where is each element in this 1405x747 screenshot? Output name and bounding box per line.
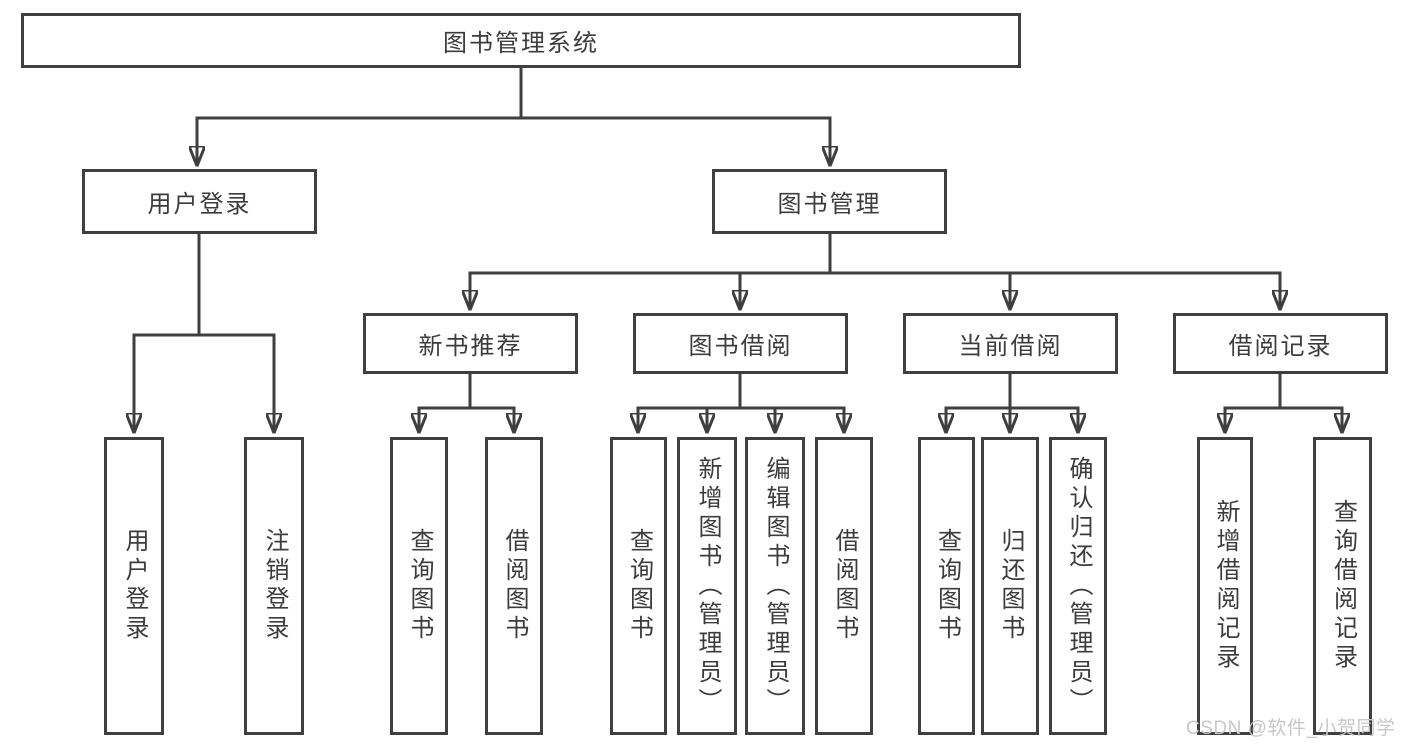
node-book-borrowing: 图书借阅 (633, 313, 848, 374)
leaf-label: 查询借阅记录 (1329, 499, 1357, 673)
leaf-borrow-books-recommend: 借阅图书 (485, 437, 543, 735)
leaf-label: 用户登录 (121, 528, 148, 644)
connector-borrow-records (1225, 372, 1342, 434)
connector-user-login (134, 231, 274, 434)
leaf-borrow-books-borrowing: 借阅图书 (815, 437, 873, 735)
leaf-label: 查询图书 (406, 528, 433, 644)
leaf-label: 注销登录 (261, 528, 288, 644)
leaf-label: 归还图书 (997, 528, 1024, 644)
leaf-label: 编辑图书（管理员） (762, 455, 789, 717)
node-root-library-management-system: 图书管理系统 (21, 13, 1021, 68)
node-borrow-records: 借阅记录 (1173, 313, 1388, 374)
leaf-return-books: 归还图书 (981, 437, 1039, 735)
node-new-book-recommend: 新书推荐 (363, 313, 578, 374)
connector-current-borrowing (946, 372, 1078, 434)
connector-book-borrowing (638, 372, 844, 434)
leaf-user-login: 用户登录 (104, 437, 164, 735)
leaf-logout: 注销登录 (244, 437, 304, 735)
leaf-label: 查询图书 (625, 528, 653, 644)
leaf-label: 新增借阅记录 (1212, 499, 1239, 673)
leaf-label: 确认归还（管理员） (1065, 455, 1092, 717)
connector-book-management (470, 231, 1280, 311)
leaf-add-borrow-record: 新增借阅记录 (1197, 437, 1253, 735)
leaf-query-books-recommend: 查询图书 (390, 437, 448, 735)
leaf-confirm-return-admin: 确认归还（管理员） (1049, 437, 1107, 735)
node-user-login: 用户登录 (82, 169, 317, 234)
leaf-add-books-admin: 新增图书（管理员） (677, 437, 737, 735)
leaf-query-books-borrowing: 查询图书 (610, 437, 667, 735)
connector-new-book-recommend (419, 372, 514, 434)
leaf-label: 借阅图书 (831, 528, 858, 644)
node-book-management: 图书管理 (712, 169, 947, 234)
leaf-label: 借阅图书 (501, 528, 528, 644)
leaf-edit-books-admin: 编辑图书（管理员） (745, 437, 805, 735)
leaf-query-books-current: 查询图书 (918, 437, 975, 735)
leaf-label: 新增图书（管理员） (694, 455, 721, 717)
leaf-query-borrow-record: 查询借阅记录 (1313, 437, 1372, 735)
leaf-label: 查询图书 (933, 528, 961, 644)
csdn-watermark: CSDN @软件_小贺同学 (1186, 718, 1396, 739)
node-current-borrowing: 当前借阅 (903, 313, 1118, 374)
connector-root (197, 66, 830, 167)
